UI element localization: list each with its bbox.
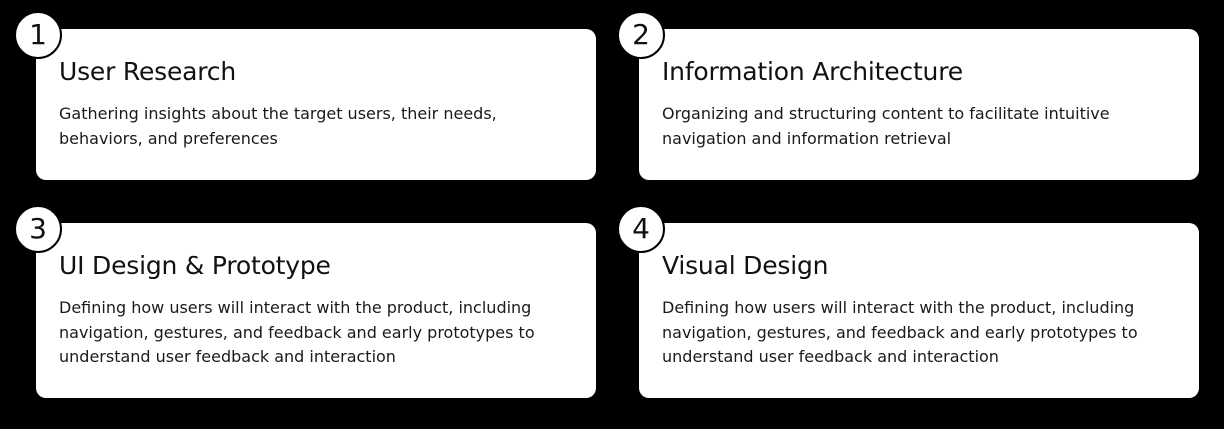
step-title: UI Design & Prototype	[59, 251, 331, 280]
step-description: Gathering insights about the target user…	[59, 104, 497, 148]
step-title: User Research	[59, 57, 237, 86]
step-number-badge: 3	[14, 205, 62, 253]
step-title: Information Architecture	[662, 57, 963, 86]
step-number-badge: 4	[617, 205, 665, 253]
step-description: Defining how users will interact with th…	[59, 298, 535, 366]
step-number-badge: 1	[14, 11, 62, 59]
step-card-ui-design-prototype: UI Design & Prototype Defining how users…	[36, 223, 596, 398]
step-card-user-research: User Research Gathering insights about t…	[36, 29, 596, 180]
step-title: Visual Design	[662, 251, 829, 280]
step-number-badge: 2	[617, 11, 665, 59]
step-description: Organizing and structuring content to fa…	[662, 104, 1110, 148]
step-description: Defining how users will interact with th…	[662, 298, 1138, 366]
step-card-information-architecture: Information Architecture Organizing and …	[639, 29, 1199, 180]
step-card-visual-design: Visual Design Defining how users will in…	[639, 223, 1199, 398]
